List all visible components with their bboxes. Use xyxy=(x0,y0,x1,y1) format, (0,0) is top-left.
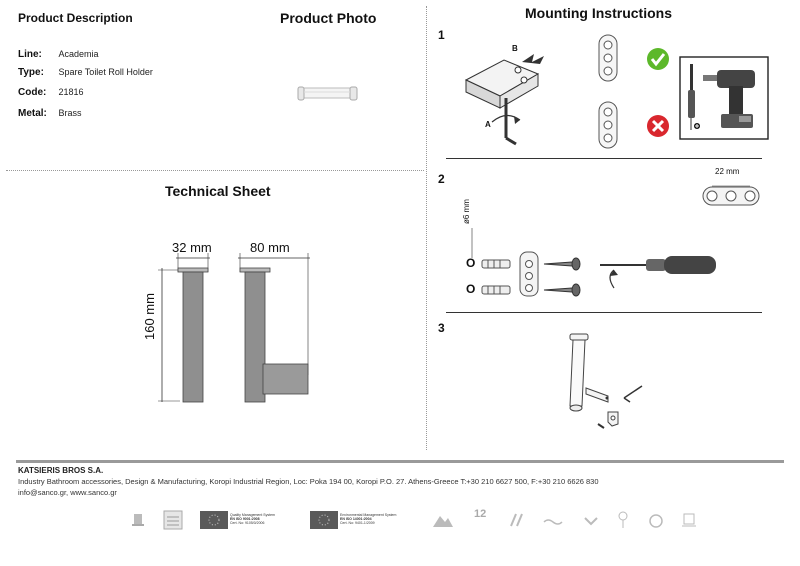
plate-spacing-illustration xyxy=(702,185,760,206)
field-value: 21816 xyxy=(58,87,84,97)
screwdriver-icon xyxy=(600,256,716,289)
technical-sheet-title: Technical Sheet xyxy=(165,183,271,199)
base-bracket-hexkey-illustration xyxy=(464,54,544,146)
company-address: Industry Bathroom accessories, Design & … xyxy=(18,477,599,486)
technical-drawing xyxy=(158,253,310,403)
field-value: Spare Toilet Roll Holder xyxy=(58,67,153,77)
mounting-title: Mounting Instructions xyxy=(525,5,672,21)
ring-2: O xyxy=(466,282,476,296)
step-divider-2 xyxy=(446,312,762,313)
eu-flag-icon-1 xyxy=(200,511,228,529)
assembly-illustration xyxy=(569,333,643,429)
dim-side-depth: 80 mm xyxy=(250,240,290,255)
field-metal: Metal: Brass xyxy=(18,103,153,123)
field-value: Academia xyxy=(58,49,99,59)
field-label: Code: xyxy=(18,87,47,98)
cross-icon xyxy=(647,115,669,137)
stripes-badge-icon xyxy=(510,513,523,527)
water-badge-icon xyxy=(543,519,563,525)
dim-front-width: 32 mm xyxy=(172,240,212,255)
plate-incorrect xyxy=(598,101,618,149)
product-photo-title: Product Photo xyxy=(280,10,377,26)
circle-badge-icon xyxy=(649,514,663,528)
guarantee-badge-icon xyxy=(163,510,183,530)
years-badge: 12 xyxy=(474,508,487,520)
divider-horizontal-left xyxy=(6,170,424,171)
step-number-2: 2 xyxy=(438,172,445,186)
product-photo-image xyxy=(297,86,358,101)
drill-diameter-label: ø6 mm xyxy=(462,199,471,224)
field-line: Line: Academia xyxy=(18,44,153,62)
label-a: A xyxy=(485,120,491,129)
cert-line: Cert. No: 9105/0/2006 xyxy=(230,521,265,525)
company-web: info@sanco.gr, www.sanco.gr xyxy=(18,488,117,497)
ring-1: O xyxy=(466,256,476,270)
tools-drill-screwdriver-box xyxy=(679,56,769,140)
eu-flag-icon-2 xyxy=(310,511,338,529)
cert-line: Quality Management System xyxy=(230,513,275,517)
drill-guide-line xyxy=(471,228,473,258)
hotel-badge-icon xyxy=(132,514,144,526)
field-label: Metal: xyxy=(18,108,47,119)
field-value: Brass xyxy=(58,108,82,118)
description-fields: Line: Academia Type: Spare Toilet Roll H… xyxy=(18,44,153,123)
step-divider-1 xyxy=(446,158,762,159)
sun-badge-icon xyxy=(618,511,628,528)
stand-badge-icon xyxy=(682,513,696,527)
plate-correct xyxy=(598,34,618,82)
field-type: Type: Spare Toilet Roll Holder xyxy=(18,62,153,82)
product-description-title: Product Description xyxy=(18,11,133,25)
cert-line: EN ISO 14001:2004 xyxy=(340,517,372,521)
field-code: Code: 21816 xyxy=(18,82,153,103)
step-number-3: 3 xyxy=(438,321,445,335)
field-label: Line: xyxy=(18,49,42,60)
quality-cert-text: Quality Management System EN ISO 9001:20… xyxy=(230,513,275,525)
wall-plugs-screws-illustration xyxy=(481,251,581,297)
company-name: KATSIERIS BROS S.A. xyxy=(18,466,104,475)
step-number-1: 1 xyxy=(438,28,445,42)
divider-vertical xyxy=(426,6,427,450)
spacing-label: 22 mm xyxy=(715,167,740,176)
arrow-badge-icon xyxy=(584,517,598,526)
mountain-badge-icon xyxy=(433,516,453,527)
cert-line: Environmental Management System xyxy=(340,513,397,517)
check-icon xyxy=(647,48,669,70)
cert-line: EN ISO 9001:2008 xyxy=(230,517,260,521)
cert-line: Cert. No: 9401-1/2009 xyxy=(340,521,375,525)
label-b: B xyxy=(512,44,518,53)
footer-bar xyxy=(16,460,784,463)
field-label: Type: xyxy=(18,67,44,78)
environmental-cert-text: Environmental Management System EN ISO 1… xyxy=(340,513,396,525)
